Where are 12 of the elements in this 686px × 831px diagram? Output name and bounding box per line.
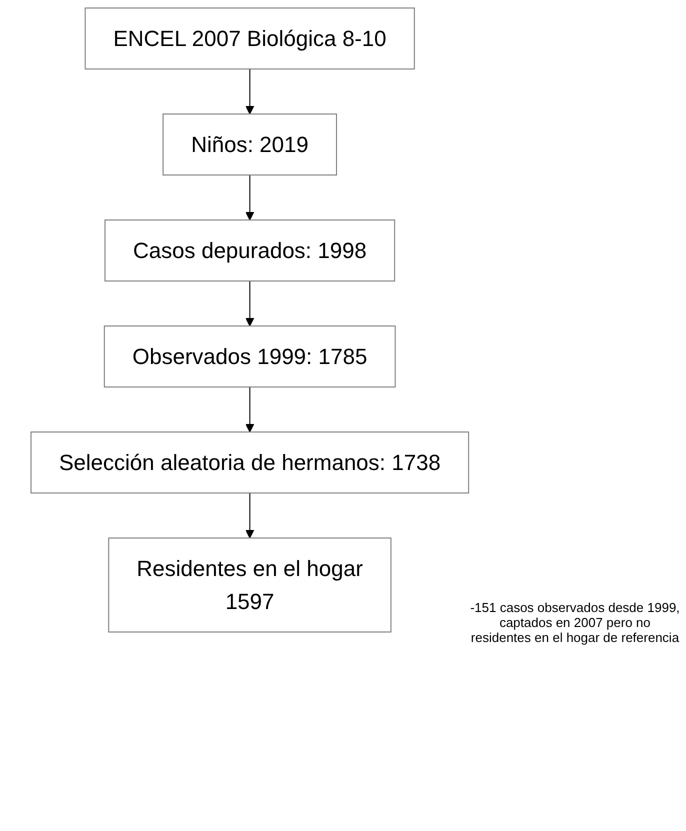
arrow — [246, 492, 254, 538]
node-box: ENCEL 2007 Biológica 8-10 — [84, 8, 416, 70]
node-box: Niños: 2019 — [162, 114, 338, 176]
arrow — [246, 174, 254, 220]
note-text: -151 casos observados desde 1999, captados en 2007 pero no residentes en el hogar de referencia — [470, 600, 680, 645]
node-box: Selección aleatoria de hermanos: 1738 — [30, 432, 470, 494]
arrow — [246, 68, 254, 114]
arrow — [246, 386, 254, 432]
node-box: Observados 1999: 1785 — [104, 326, 396, 388]
arrow — [246, 280, 254, 326]
node-box: Residentes en el hogar 1597 — [108, 538, 392, 632]
node-box: Casos depurados: 1998 — [104, 220, 396, 282]
